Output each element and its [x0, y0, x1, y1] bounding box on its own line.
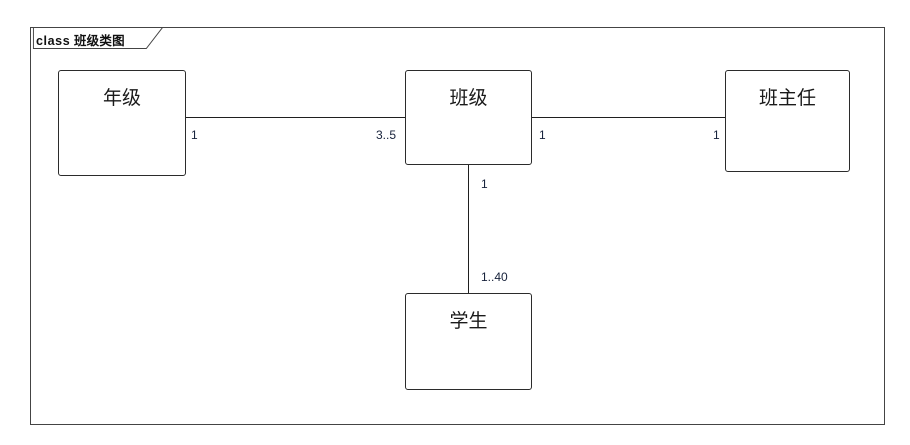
uml-frame-border	[30, 27, 885, 425]
multiplicity-class-student-from: 1	[481, 177, 488, 191]
class-name-class: 班级	[449, 87, 488, 109]
association-line-grade-class	[186, 117, 405, 119]
frame-label-tab: class 班级类图	[30, 27, 166, 49]
multiplicity-grade-class-to: 3..5	[376, 128, 397, 142]
class-name-grade: 年级	[102, 87, 141, 109]
class-box-teacher[interactable]: 班主任	[725, 70, 850, 172]
class-name-teacher: 班主任	[758, 87, 816, 109]
class-name-student: 学生	[449, 310, 488, 332]
multiplicity-class-teacher-from: 1	[539, 128, 546, 142]
association-line-class-student	[468, 165, 470, 293]
frame-label-keyword: class	[36, 34, 71, 48]
multiplicity-class-student-to: 1..40	[481, 270, 508, 284]
frame-label-text: class 班级类图	[36, 30, 125, 49]
multiplicity-grade-class-from: 1	[191, 128, 198, 142]
association-line-class-teacher	[532, 117, 725, 119]
class-box-class[interactable]: 班级	[405, 70, 532, 165]
class-box-grade[interactable]: 年级	[58, 70, 186, 176]
frame-label-title: 班级类图	[73, 34, 125, 48]
class-box-student[interactable]: 学生	[405, 293, 532, 390]
multiplicity-class-teacher-to: 1	[713, 128, 720, 142]
frame-tab-shape-icon	[32, 27, 164, 49]
